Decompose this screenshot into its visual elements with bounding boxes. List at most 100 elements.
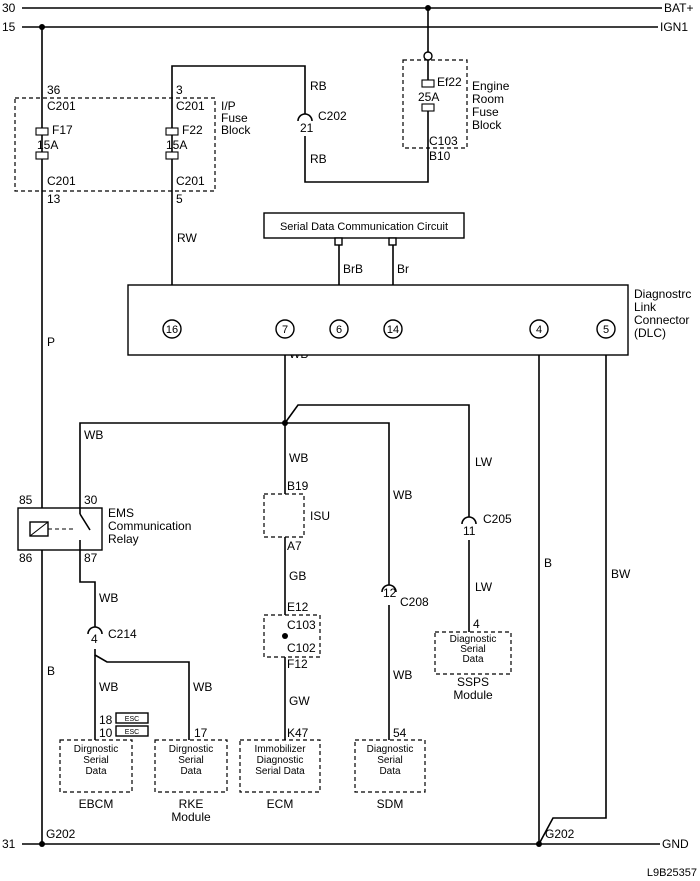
- ground-g202-right: G202: [545, 827, 575, 841]
- ebcm-text-3: Data: [85, 766, 107, 777]
- module-ebcm: 18 10 ESC ESC Dirgnostic Serial Data EBC…: [59, 712, 149, 811]
- dlc-pin-16: 16: [166, 324, 178, 336]
- wire-wb-rke: WB: [193, 680, 212, 694]
- rke-pin: 17: [194, 726, 208, 740]
- dlc-pin: 4: [529, 319, 549, 339]
- dlc-pin-6: 6: [336, 324, 342, 336]
- wire-b-left: B: [47, 664, 55, 678]
- wire-wb-isu: WB: [289, 451, 308, 465]
- c102-pin-bottom: F12: [287, 657, 308, 671]
- ebcm-pin-a: 18: [99, 713, 113, 727]
- wire-brb: BrB: [343, 262, 363, 276]
- wire-wb-c214: WB: [99, 591, 118, 605]
- wire-lw-top: LW: [475, 455, 493, 469]
- wire-br: Br: [397, 262, 409, 276]
- engine-room-fuse-block: Ef22 25A C103 B10 Engine Room Fuse Block: [402, 8, 510, 163]
- dlc-name-4: (DLC): [634, 326, 666, 340]
- gnd-rail-number: 31: [2, 837, 16, 851]
- wire-wb-ebcm: WB: [99, 680, 118, 694]
- dlc-pin-7: 7: [282, 324, 288, 336]
- dlc-name-2: Link: [634, 300, 657, 314]
- ssps-name-2: Module: [453, 688, 493, 702]
- rke-name-1: RKE: [179, 797, 204, 811]
- dlc-pin-4: 4: [536, 324, 542, 336]
- ef22-connector: C103: [429, 134, 458, 148]
- f17-rating: 15A: [37, 138, 58, 152]
- f17-connector-bottom: C201: [47, 174, 76, 188]
- wire-labels: RB RB RW P B BrB Br WB WB WB WB LW LW WB…: [47, 79, 631, 708]
- rke-text-2: Serial: [178, 755, 204, 766]
- ef22-name: Ef22: [437, 75, 462, 89]
- serial-circuit-label: Serial Data Communication Circuit: [280, 221, 448, 233]
- ebcm-text-2: Serial: [83, 755, 109, 766]
- c103-c102-block: E12 C103 C102 F12: [263, 600, 321, 671]
- ip-fuse-block-name-2: Fuse: [221, 111, 248, 125]
- isu-name: ISU: [310, 509, 330, 523]
- wire-rb-bottom: RB: [310, 152, 327, 166]
- dlc-pin: 16: [162, 319, 182, 339]
- ebcm-name: EBCM: [79, 797, 114, 811]
- wire-rw: RW: [177, 231, 197, 245]
- ip-fuse-block: I/P Fuse Block: [14, 97, 251, 192]
- wire-wb-sdm-lower: WB: [393, 668, 412, 682]
- f22-rating: 15A: [166, 138, 187, 152]
- c202-pin: 21: [300, 121, 314, 135]
- isu: B19 ISU A7: [263, 479, 330, 553]
- dlc: Diagnostrc Link Connector (DLC) 16 7 6 1…: [127, 284, 691, 356]
- c214-name: C214: [108, 627, 137, 641]
- ebcm-text-1: Dirgnostic: [74, 744, 118, 755]
- ecm-pin: K47: [287, 726, 309, 740]
- module-ssps: 4 Diagnostic Serial Data SSPS Module: [434, 617, 512, 702]
- ecm-text-1: Immobilizer: [254, 744, 306, 755]
- ground-g202-left: G202: [46, 827, 76, 841]
- engine-fuse-block-name-1: Engine: [472, 79, 510, 93]
- engine-fuse-block-name-4: Block: [472, 118, 502, 132]
- wire-gw: GW: [289, 694, 310, 708]
- isu-pin-top: B19: [287, 479, 309, 493]
- ssps-text-1: Diagnostic: [450, 634, 497, 645]
- connector-c208: 12 C208: [381, 584, 429, 609]
- wire-wb-relay: WB: [84, 428, 103, 442]
- ip-fuse-block-name-3: Block: [221, 123, 251, 137]
- dlc-pin: 14: [383, 319, 403, 339]
- c214-pin: 4: [91, 632, 98, 646]
- module-ecm: K47 Immobilizer Diagnostic Serial Data E…: [239, 726, 321, 811]
- wire-gb: GB: [289, 569, 306, 583]
- gnd-rail: 31 GND: [2, 837, 689, 851]
- f17-pin-bottom: 13: [47, 192, 61, 206]
- wire-lw-bottom: LW: [475, 580, 493, 594]
- c103-pin-top: E12: [287, 600, 309, 614]
- ecm-text-2: Diagnostic: [257, 755, 304, 766]
- sdm-text-3: Data: [379, 766, 401, 777]
- ems-communication-relay: 85 30 86 87 EMS Communication Relay: [17, 493, 191, 565]
- relay-name-1: EMS: [108, 506, 134, 520]
- dlc-pin-5: 5: [603, 324, 609, 336]
- fuse-f22: 3 C201 F22 15A C201 5: [165, 83, 205, 206]
- ecm-text-3: Serial Data: [255, 766, 305, 777]
- f22-connector-top: C201: [176, 99, 205, 113]
- gnd-rail-label: GND: [662, 837, 689, 851]
- relay-pin-85: 85: [19, 493, 33, 507]
- c102-label: C102: [287, 641, 316, 655]
- sdm-text-2: Serial: [377, 755, 403, 766]
- wire-network: [41, 27, 607, 845]
- connector-c205: 11 C205: [461, 512, 512, 538]
- bat-rail-number: 30: [2, 1, 16, 15]
- serial-data-circuit: Serial Data Communication Circuit: [263, 212, 465, 246]
- relay-pin-30: 30: [84, 493, 98, 507]
- f17-name: F17: [52, 123, 73, 137]
- dlc-name-1: Diagnostrc: [634, 287, 691, 301]
- f22-name: F22: [182, 123, 203, 137]
- relay-pin-87: 87: [84, 551, 98, 565]
- f22-pin-top: 3: [176, 83, 183, 97]
- bat-rail: 30 BAT+: [2, 1, 693, 15]
- c205-pin: 11: [463, 524, 476, 538]
- wire-wb-sdm: WB: [393, 488, 412, 502]
- ecm-name: ECM: [267, 797, 294, 811]
- c208-name: C208: [400, 595, 429, 609]
- rke-text-3: Data: [180, 766, 202, 777]
- module-sdm: 54 Diagnostic Serial Data SDM: [354, 726, 426, 811]
- dlc-name-3: Connector: [634, 313, 689, 327]
- connector-c202: 21 C202: [297, 109, 347, 135]
- module-rke: 17 Dirgnostic Serial Data RKE Module: [154, 726, 228, 824]
